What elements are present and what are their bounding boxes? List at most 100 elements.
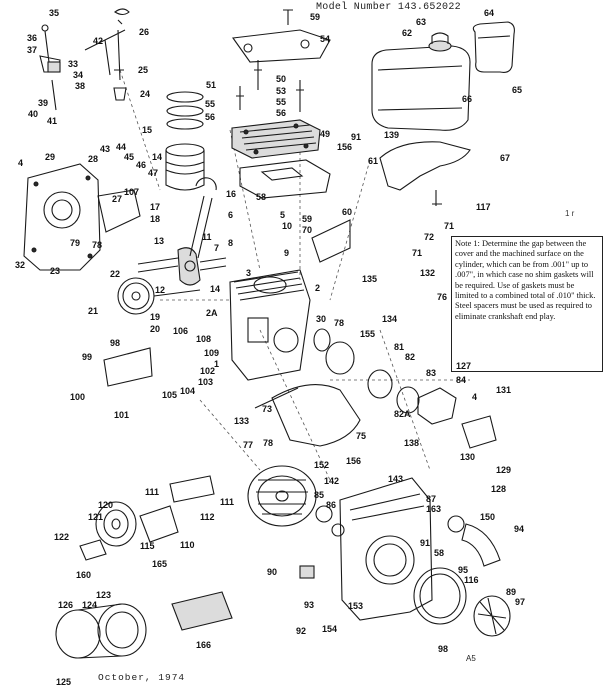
head-studs xyxy=(236,60,304,112)
flywheel xyxy=(247,465,317,527)
label-123: 123 xyxy=(96,590,111,600)
label-99: 99 xyxy=(82,352,92,362)
label-121: 121 xyxy=(88,512,103,522)
label-56-right: 56 xyxy=(276,108,286,118)
label-138: 138 xyxy=(404,438,419,448)
label-98-bracket: 98 xyxy=(110,338,120,348)
label-3: 3 xyxy=(246,268,251,278)
blower-housing-shroud xyxy=(271,384,361,447)
label-43: 43 xyxy=(100,144,110,154)
label-39: 39 xyxy=(38,98,48,108)
label-50: 50 xyxy=(276,74,286,84)
label-84: 84 xyxy=(456,375,466,385)
cylinder-block xyxy=(229,269,311,381)
label-160: 160 xyxy=(76,570,91,580)
label-41: 41 xyxy=(47,116,57,126)
label-14-lower: 14 xyxy=(210,284,220,294)
drive-pulley xyxy=(95,501,137,547)
label-59: 59 xyxy=(310,12,320,22)
label-24: 24 xyxy=(140,89,150,99)
label-132: 132 xyxy=(420,268,435,278)
starter-housing xyxy=(339,477,433,621)
label-153: 153 xyxy=(348,601,363,611)
label-71-lower: 71 xyxy=(412,248,422,258)
label-110: 110 xyxy=(180,540,195,550)
label-85: 85 xyxy=(314,490,324,500)
label-165: 165 xyxy=(152,559,167,569)
label-17-top: 17 xyxy=(150,202,160,212)
label-154: 154 xyxy=(322,624,337,634)
bushing xyxy=(447,515,465,533)
label-1: 1 xyxy=(214,359,219,369)
label-65: 65 xyxy=(512,85,522,95)
model-number-title: Model Number 143.652022 xyxy=(316,2,461,13)
label-5: 5 xyxy=(280,210,285,220)
seal-ring xyxy=(367,369,393,399)
label-11: 11 xyxy=(202,232,212,242)
label-60: 60 xyxy=(342,207,352,217)
washer xyxy=(315,505,333,523)
label-7: 7 xyxy=(214,243,219,253)
label-102: 102 xyxy=(200,366,215,376)
label-95: 95 xyxy=(458,565,468,575)
label-16: 16 xyxy=(226,189,236,199)
label-122: 122 xyxy=(54,532,69,542)
label-143: 143 xyxy=(388,474,403,484)
label-117: 117 xyxy=(476,202,491,212)
label-135: 135 xyxy=(362,274,377,284)
label-79: 79 xyxy=(70,238,80,248)
rotating-screen xyxy=(413,567,467,625)
label-78-left: 78 xyxy=(92,240,102,250)
label-90: 90 xyxy=(267,567,277,577)
label-10: 10 xyxy=(282,221,292,231)
label-98-grille: 98 xyxy=(438,644,448,654)
cover-gasket xyxy=(97,189,141,233)
cam-gear xyxy=(117,277,201,315)
oil-seal xyxy=(325,341,355,375)
label-35: 35 xyxy=(49,8,59,18)
label-163: 163 xyxy=(426,504,441,514)
label-36: 36 xyxy=(27,33,37,43)
footer-date: October, 1974 xyxy=(98,672,186,683)
label-131: 131 xyxy=(496,385,511,395)
label-2: 2 xyxy=(315,283,320,293)
label-75: 75 xyxy=(356,431,366,441)
cylinder-head xyxy=(231,119,321,159)
label-86: 86 xyxy=(326,500,336,510)
sheet-mark: 1 r xyxy=(565,209,575,218)
label-55-left: 55 xyxy=(205,99,215,109)
label-53: 53 xyxy=(276,86,286,96)
part-labels: 35 36 42 26 37 33 34 38 25 39 40 41 24 5… xyxy=(15,8,525,686)
label-133: 133 xyxy=(234,416,249,426)
label-78-lower: 78 xyxy=(263,438,273,448)
label-46: 46 xyxy=(136,160,146,170)
label-49: 49 xyxy=(320,129,330,139)
label-2A: 2A xyxy=(206,308,218,318)
label-9: 9 xyxy=(284,248,289,258)
label-61: 61 xyxy=(368,156,378,166)
label-19: 19 xyxy=(150,312,160,322)
label-101: 101 xyxy=(114,410,129,420)
label-116: 116 xyxy=(464,575,479,585)
label-22: 22 xyxy=(110,269,120,279)
label-66: 66 xyxy=(462,94,472,104)
label-156-top: 156 xyxy=(337,142,352,152)
label-134: 134 xyxy=(382,314,397,324)
label-108: 108 xyxy=(196,334,211,344)
label-37: 37 xyxy=(27,45,37,55)
label-111-left: 111 xyxy=(145,487,159,497)
label-4-right: 4 xyxy=(472,392,477,402)
label-82: 82 xyxy=(405,352,415,362)
label-44: 44 xyxy=(116,142,126,152)
label-155: 155 xyxy=(360,329,375,339)
piston-and-rings xyxy=(165,91,205,191)
label-42: 42 xyxy=(93,36,103,46)
label-83: 83 xyxy=(426,368,436,378)
control-bracket xyxy=(103,347,153,387)
side-bracket xyxy=(461,523,501,567)
head-gasket xyxy=(239,159,331,199)
label-76: 76 xyxy=(437,292,447,302)
label-6: 6 xyxy=(228,210,233,220)
label-47: 47 xyxy=(148,168,158,178)
label-40: 40 xyxy=(28,109,38,119)
